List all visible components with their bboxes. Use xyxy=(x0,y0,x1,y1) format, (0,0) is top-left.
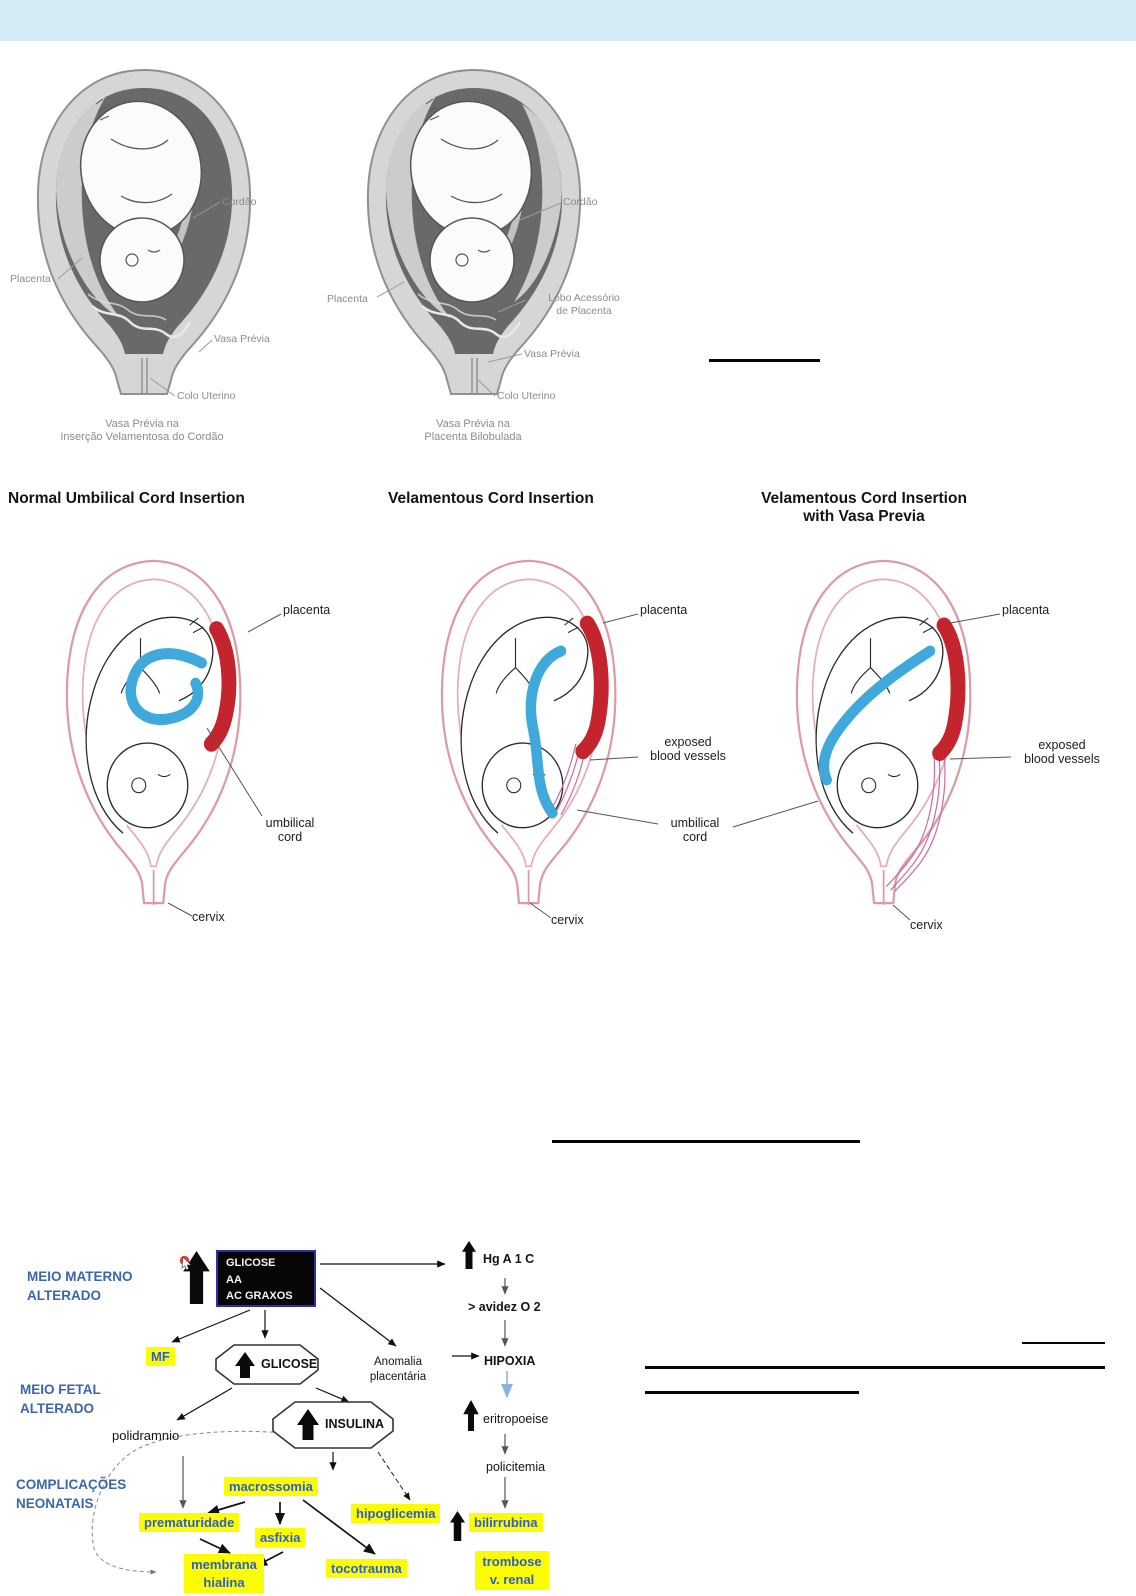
node-trombose-v-renal: trombose v. renal xyxy=(475,1551,549,1591)
underline-rule-5 xyxy=(645,1391,859,1394)
increase-arrow-bilirrubina-icon xyxy=(450,1511,465,1541)
label-lobo-acessorio-line2: de Placenta xyxy=(556,305,612,317)
label-umbilical-cord-1: umbilical cord xyxy=(256,816,324,844)
label-placenta-1: Placenta xyxy=(10,273,51,285)
label-complicacoes-neonatais: COMPLICAÇÕES NEONATAIS xyxy=(16,1476,126,1514)
label-colo-uterino-1: Colo Uterino xyxy=(177,390,236,402)
mouse-cursor-icon xyxy=(179,1255,192,1271)
label-placenta-mid-3: placenta xyxy=(1002,603,1050,617)
label-cervix-3: cervix xyxy=(910,918,943,932)
node-hga1c: Hg A 1 C xyxy=(483,1252,535,1266)
node-insulina-label: INSULINA xyxy=(325,1417,385,1431)
label-complicacoes-line2: NEONATAIS xyxy=(16,1495,94,1511)
underline-rule-2 xyxy=(552,1140,860,1143)
label-exposed-2-line2: blood vessels xyxy=(650,749,726,763)
node-membrana-hialina: membrana hialina xyxy=(184,1554,264,1594)
label-meio-fetal-line1: MEIO FETAL xyxy=(20,1382,101,1397)
title-velamentous-vasa-previa-line1: Velamentous Cord Insertion xyxy=(761,490,967,507)
caption-1-line1: Vasa Prévia na xyxy=(105,418,179,430)
glicose-octagon-shape xyxy=(215,1344,319,1385)
node-macrossomia: macrossomia xyxy=(224,1477,318,1496)
caption-1-line2: Inserção Velamentosa do Cordão xyxy=(60,431,224,443)
label-meio-fetal-alterado: MEIO FETAL ALTERADO xyxy=(20,1381,101,1419)
box-glicose-aa-acgraxos: GLICOSE AA AC GRAXOS xyxy=(216,1250,316,1307)
label-umbilical-1-line2: cord xyxy=(277,830,303,844)
box-glicose-line3: AC GRAXOS xyxy=(226,1290,293,1302)
label-umbilical-1-line1: umbilical xyxy=(265,816,315,830)
label-vasa-previa-1: Vasa Prévia xyxy=(214,333,270,345)
node-anomalia-line1: Anomalia xyxy=(374,1356,422,1368)
node-mf: MF xyxy=(146,1347,175,1366)
node-prematuridade: prematuridade xyxy=(139,1513,240,1532)
node-tocotrauma: tocotrauma xyxy=(326,1559,407,1578)
label-meio-fetal-line2: ALTERADO xyxy=(20,1400,94,1416)
node-glicose-octagon: GLICOSE xyxy=(215,1344,319,1385)
label-exposed-vessels-3: exposed blood vessels xyxy=(1012,738,1112,766)
node-anomalia-placentaria: Anomalia placentária xyxy=(355,1355,441,1385)
label-cervix-1: cervix xyxy=(192,910,225,924)
label-exposed-vessels-2: exposed blood vessels xyxy=(638,735,738,763)
node-asfixia: asfixia xyxy=(255,1528,306,1547)
node-polidramnio: polidramnio xyxy=(112,1428,180,1443)
node-hipoxia: HIPOXIA xyxy=(484,1354,536,1368)
label-cordao-2: Cordão xyxy=(563,196,598,208)
normal-cord-insertion-illustration xyxy=(65,559,242,905)
caption-2-line1: Vasa Prévia na xyxy=(436,418,510,430)
label-complicacoes-line1: COMPLICAÇÕES xyxy=(16,1477,127,1492)
underline-rule-1 xyxy=(709,359,820,362)
velamentous-vasa-previa-illustration xyxy=(795,559,972,905)
node-policitemia: policitemia xyxy=(486,1460,546,1474)
underline-rule-3 xyxy=(1022,1342,1105,1344)
label-umbilical-cord-2: umbilical cord xyxy=(660,816,730,844)
page-top-highlight-bar xyxy=(0,0,1136,41)
uterus-vasa-previa-velamentous-illustration xyxy=(36,68,252,395)
label-exposed-2-line1: exposed xyxy=(664,735,712,749)
node-membrana-line1: membrana xyxy=(191,1557,257,1572)
title-normal-cord-insertion: Normal Umbilical Cord Insertion xyxy=(8,490,245,507)
node-glicose-label: GLICOSE xyxy=(261,1357,318,1371)
label-exposed-3-line2: blood vessels xyxy=(1024,752,1100,766)
label-umbilical-2-line2: cord xyxy=(682,830,708,844)
box-glicose-line2: AA xyxy=(226,1273,242,1286)
label-placenta-mid-1: placenta xyxy=(283,603,331,617)
box-glicose-line1: GLICOSE xyxy=(226,1257,276,1269)
title-velamentous-vasa-previa-line2: with Vasa Previa xyxy=(803,508,925,525)
node-anomalia-line2: placentária xyxy=(369,1370,427,1383)
title-velamentous-vasa-previa: Velamentous Cord Insertion with Vasa Pre… xyxy=(738,490,990,526)
label-cordao-1: Cordão xyxy=(222,196,257,208)
label-meio-materno-line1: MEIO MATERNO xyxy=(27,1269,133,1284)
label-lobo-acessorio-line1: Lobo Acessório xyxy=(548,292,620,304)
node-bilirrubina: bilirrubina xyxy=(469,1513,543,1532)
label-meio-materno-alterado: MEIO MATERNO ALTERADO xyxy=(27,1268,133,1306)
node-trombose-line2: v. renal xyxy=(489,1571,535,1587)
caption-2-line2: Placenta Bilobulada xyxy=(424,431,522,443)
label-cervix-2: cervix xyxy=(551,913,584,927)
label-exposed-3-line1: exposed xyxy=(1038,738,1086,752)
label-vasa-previa-2: Vasa Prévia xyxy=(524,348,580,360)
node-membrana-line2: hialina xyxy=(203,1574,245,1590)
label-meio-materno-line2: ALTERADO xyxy=(27,1287,101,1303)
velamentous-cord-insertion-illustration xyxy=(440,559,617,905)
increase-arrow-hga1c-icon xyxy=(462,1241,476,1269)
node-avidez-o2: > avidez O 2 xyxy=(468,1300,541,1314)
node-trombose-line1: trombose xyxy=(482,1554,542,1569)
uterus-vasa-previa-bilobed-illustration xyxy=(366,68,582,395)
node-hipoglicemia: hipoglicemia xyxy=(351,1504,441,1523)
label-placenta-mid-2: placenta xyxy=(640,603,688,617)
node-insulina-octagon: INSULINA xyxy=(272,1401,394,1449)
node-eritropoeise: eritropoeise xyxy=(483,1412,549,1426)
label-placenta-2: Placenta xyxy=(327,293,368,305)
label-umbilical-2-line1: umbilical xyxy=(670,816,720,830)
underline-rule-4 xyxy=(645,1366,1105,1369)
increase-arrow-glicose-icon xyxy=(235,1352,255,1378)
increase-arrow-eritropoeise-icon xyxy=(463,1400,479,1431)
title-velamentous-cord-insertion: Velamentous Cord Insertion xyxy=(388,490,594,507)
label-colo-uterino-2: Colo Uterino xyxy=(497,390,556,402)
